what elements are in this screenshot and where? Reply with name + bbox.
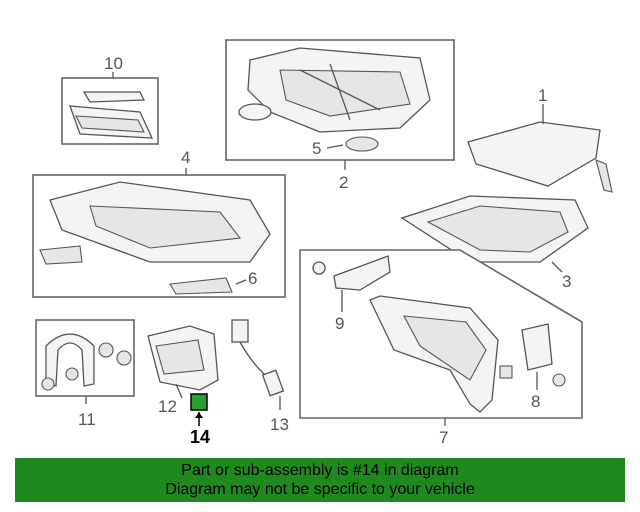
callout-6: 6: [248, 269, 257, 288]
callout-10: 10: [104, 54, 123, 73]
info-banner: Part or sub-assembly is #14 in diagram D…: [15, 458, 625, 502]
callout-7: 7: [439, 428, 448, 447]
part-14-group: 14: [190, 393, 210, 447]
callout-11: 11: [78, 410, 96, 429]
callout-9: 9: [335, 314, 344, 333]
part-7-group: 9 8 7: [299, 249, 583, 447]
parts-diagram: 10 5 2 1 6 4 3: [32, 39, 613, 447]
banner-line-2: Diagram may not be specific to your vehi…: [165, 481, 475, 498]
part-12-group: 12: [147, 325, 219, 416]
callout-1: 1: [538, 86, 547, 105]
callout-13: 13: [270, 415, 289, 434]
part-3-group: 3: [400, 195, 589, 291]
callout-3: 3: [562, 272, 571, 291]
part-10-group: 10: [61, 54, 159, 145]
callout-5: 5: [312, 139, 321, 158]
callout-2: 2: [339, 173, 348, 192]
part-11-group: 11: [35, 319, 135, 429]
callout-8: 8: [531, 392, 540, 411]
part-14-shape: [190, 393, 208, 411]
banner-line-1: Part or sub-assembly is #14 in diagram: [181, 462, 459, 479]
part-4-group: 6 4: [32, 148, 286, 298]
callout-4: 4: [181, 148, 190, 167]
part-2-group: 5 2: [225, 39, 455, 192]
part-13-group: 13: [231, 319, 289, 434]
callout-14: 14: [190, 427, 210, 447]
callout-12: 12: [158, 397, 177, 416]
part-1-group: 1: [467, 86, 613, 193]
